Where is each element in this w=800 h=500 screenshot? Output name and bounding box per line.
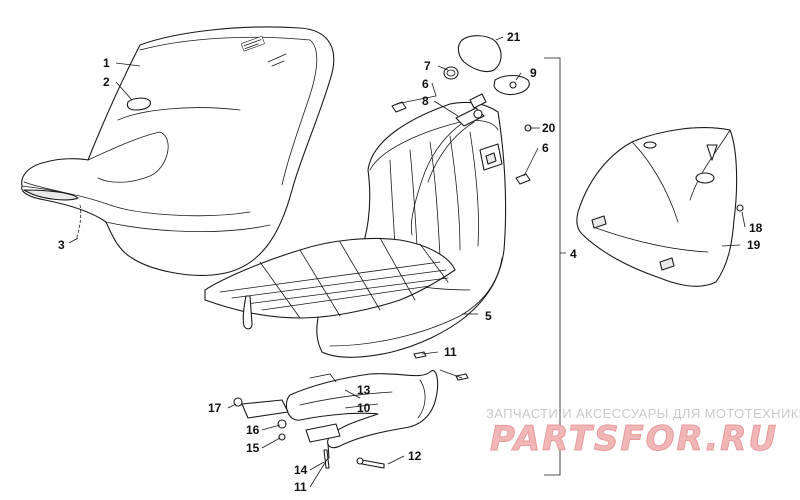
callout-8: 8 xyxy=(422,94,429,108)
clip-ring xyxy=(443,66,459,80)
callout-2: 2 xyxy=(103,75,110,89)
callout-14: 14 xyxy=(294,463,308,477)
callout-6-left: 6 xyxy=(422,77,429,91)
seat-logo-emblem xyxy=(241,36,265,52)
callout-18: 18 xyxy=(749,221,763,235)
callout-19: 19 xyxy=(747,238,761,252)
leader-lines xyxy=(68,36,746,488)
callout-labels: 1 2 3 4 5 6 6 7 8 9 10 11 11 12 13 14 15… xyxy=(58,30,763,494)
watermark-brand: PARTSFOR.RU xyxy=(490,419,778,459)
clip-right xyxy=(515,173,531,185)
callout-10: 10 xyxy=(357,401,371,415)
rivet-11-upper-a xyxy=(413,351,427,359)
callout-20: 20 xyxy=(542,121,556,135)
screw-18 xyxy=(736,204,744,212)
latch-cap xyxy=(457,35,502,73)
seat-badge xyxy=(126,97,151,111)
side-console-cover xyxy=(576,127,738,287)
latch-cable xyxy=(410,117,471,236)
callout-6-right: 6 xyxy=(542,141,549,155)
callout-7: 7 xyxy=(424,59,431,73)
seat-cushion xyxy=(21,26,335,276)
watermark-tagline: ЗАПЧАСТИ И АКСЕССУАРЫ ДЛЯ МОТОТЕХНИКИ xyxy=(486,406,800,421)
callout-4: 4 xyxy=(570,247,577,261)
seat-strap-dashed xyxy=(75,204,82,241)
pin-11-lower xyxy=(327,443,330,459)
callout-15: 15 xyxy=(246,441,260,455)
callout-16: 16 xyxy=(246,423,260,437)
callout-11-lower: 11 xyxy=(294,480,307,494)
callout-21: 21 xyxy=(507,30,521,44)
callout-11-upper: 11 xyxy=(444,345,457,359)
callout-3: 3 xyxy=(58,238,65,252)
callout-13: 13 xyxy=(357,383,371,397)
callout-12: 12 xyxy=(408,449,422,463)
watermark: ЗАПЧАСТИ И АКСЕССУАРЫ ДЛЯ МОТОТЕХНИКИ PA… xyxy=(486,406,800,460)
nut-16 xyxy=(277,419,287,429)
washer-15 xyxy=(278,433,286,441)
callout-1: 1 xyxy=(103,56,110,70)
seat-support-bracket xyxy=(241,370,439,449)
bolt-12 xyxy=(361,459,385,469)
rivet-11-upper-b xyxy=(455,373,469,381)
seat-frame-rack xyxy=(204,237,456,330)
callout-5: 5 xyxy=(485,309,492,323)
callout-9: 9 xyxy=(530,66,537,80)
callout-17: 17 xyxy=(208,401,222,415)
latch-assembly xyxy=(455,93,487,127)
